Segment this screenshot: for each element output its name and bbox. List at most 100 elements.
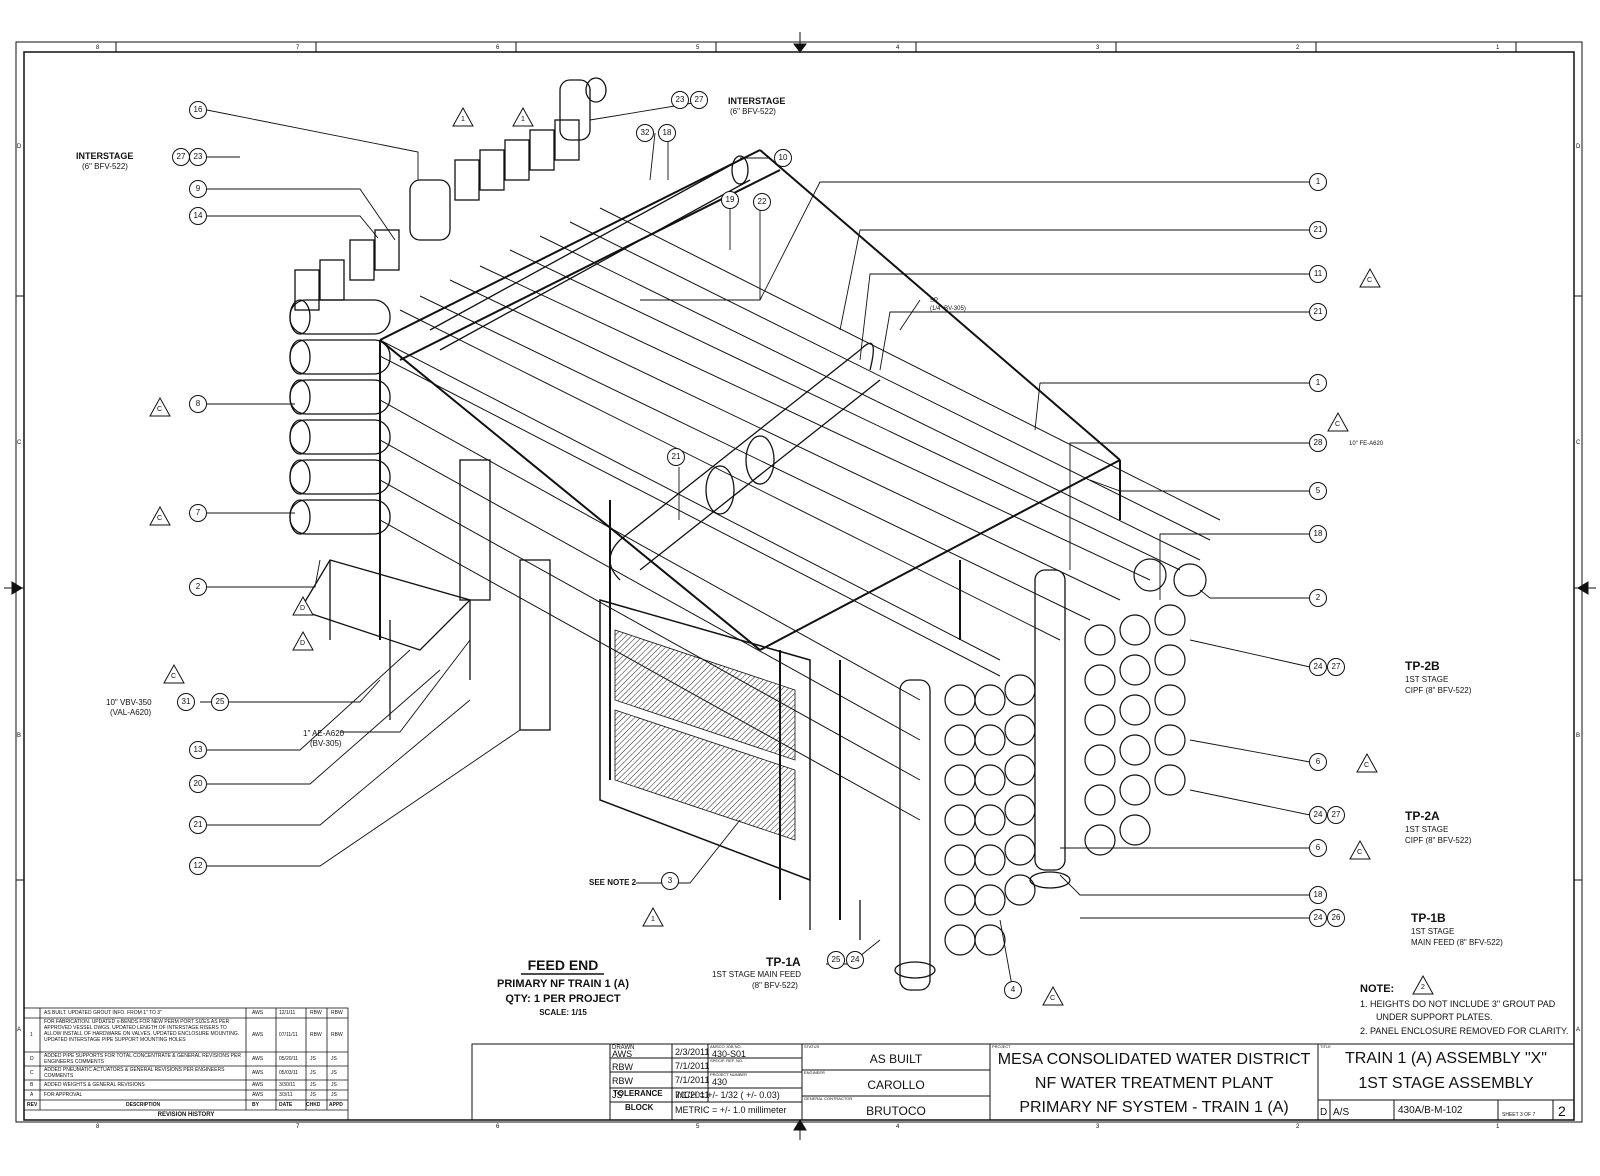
- revision-row: C AWS 05/03/11 JS JS: [30, 1070, 337, 1076]
- tolerance-metric: METRIC = +/- 1.0 millimeter: [675, 1105, 787, 1115]
- item-balloon: 8: [189, 395, 207, 413]
- view-scale: SCALE: 1/15: [539, 1008, 587, 1017]
- row-label: D: [1576, 144, 1581, 150]
- tp2a-line1: 1ST STAGE: [1405, 825, 1449, 834]
- vbv-label: 10" VBV-350: [106, 698, 152, 707]
- tp2a-line2: CIPF (8" BFV-522): [1405, 836, 1472, 845]
- col-label: 3: [1096, 45, 1100, 51]
- item-balloon: 21: [1309, 303, 1327, 321]
- item-balloon: 28: [1309, 434, 1327, 452]
- project-number-label: PROJECT NUMBER: [710, 1072, 748, 1077]
- gc-value: BRUTOCO: [866, 1104, 926, 1118]
- checked-date: 7/1/2011: [675, 1061, 710, 1071]
- project-line-1: MESA CONSOLIDATED WATER DISTRICT: [997, 1051, 1311, 1068]
- row-label: B: [1576, 733, 1581, 739]
- col-label: 3: [1096, 1124, 1100, 1130]
- item-balloon: 14: [189, 207, 207, 225]
- approved-by: RBW: [612, 1076, 633, 1086]
- row-label: C: [17, 440, 22, 446]
- col-label: 5: [696, 1124, 700, 1130]
- gc-label: GENERAL CONTRACTOR: [804, 1096, 853, 1101]
- interstage-top-sub: (6" BFV-522): [730, 107, 776, 116]
- checked-by: RBW: [612, 1062, 633, 1072]
- sp-label: SP: [930, 298, 939, 304]
- row-label: B: [17, 733, 22, 739]
- item-balloon: 24: [1309, 806, 1327, 824]
- item-balloon: 27: [1327, 658, 1345, 676]
- col-label: 7: [296, 45, 300, 51]
- row-label: D: [17, 144, 22, 150]
- support-frame: [379, 149, 1121, 920]
- status-label: STATUS: [804, 1044, 820, 1049]
- vessel-stack-left: [289, 299, 391, 535]
- item-balloon: 10: [774, 149, 792, 167]
- project-line-2: NF WATER TREATMENT PLANT: [1034, 1075, 1274, 1092]
- title-label: TITLE: [1320, 1044, 1331, 1049]
- col-label: 2: [1296, 45, 1300, 51]
- item-balloon: 5: [1309, 482, 1327, 500]
- drawing-scale: A/S: [1333, 1107, 1350, 1118]
- equipment-drawing: [289, 77, 1221, 991]
- col-label: 6: [496, 45, 500, 51]
- released-date: 7/1/2011: [675, 1090, 710, 1100]
- item-balloon: 9: [189, 180, 207, 198]
- sheet-size: D: [1320, 1107, 1328, 1118]
- tp2b-line2: CIPF (8" BFV-522): [1405, 686, 1472, 695]
- item-balloon: 27: [1327, 806, 1345, 824]
- sheet-number: SHEET 3 OF 7: [1502, 1112, 1536, 1118]
- tp1b-line2: MAIN FEED (8" BFV-522): [1411, 938, 1503, 947]
- fe-label: 10" FE-A620: [1349, 441, 1384, 447]
- col-label: 1: [1496, 1124, 1500, 1130]
- block-label: BLOCK: [625, 1103, 654, 1112]
- revision-row: B ADDED WEIGHTS & GENERAL REVISIONS AWS …: [30, 1082, 337, 1088]
- revision-row-desc: FOR FABRICATION. UPDATED x-BENDS FOR NEW…: [44, 1019, 240, 1043]
- interstage-top-label: INTERSTAGE: [728, 96, 786, 106]
- tp1b-label: TP-1B: [1411, 911, 1446, 925]
- item-balloon: 1: [1309, 374, 1327, 392]
- item-balloon: 13: [189, 741, 207, 759]
- item-balloon: 21: [1309, 221, 1327, 239]
- item-balloon: 24: [1309, 909, 1327, 927]
- interstage-left-sub: (6" BFV-522): [82, 162, 128, 171]
- item-balloon: 32: [636, 124, 654, 142]
- instrument-panel: [459, 459, 811, 882]
- drawing-title-1: TRAIN 1 (A) ASSEMBLY "X": [1345, 1050, 1547, 1067]
- item-balloon: 2: [1309, 589, 1327, 607]
- row-label: C: [1576, 440, 1581, 446]
- col-label: 8: [96, 45, 100, 51]
- row-label: A: [17, 1027, 22, 1033]
- tolerance-inch: INCH = +/- 1/32 ( +/- 0.03): [675, 1090, 780, 1100]
- tolerance-label: TOLERANCE: [613, 1089, 663, 1098]
- approved-date: 7/1/2011: [675, 1075, 710, 1085]
- item-balloon: 31: [177, 693, 195, 711]
- tp1a-line1: 1ST STAGE MAIN FEED: [712, 970, 802, 979]
- see-note-label: SEE NOTE 2: [589, 878, 637, 887]
- spec-ref-label: SPECIF. REF. NO.: [710, 1058, 744, 1063]
- item-balloon: 23: [189, 148, 207, 166]
- item-balloon: 2: [189, 578, 207, 596]
- item-balloon: 23: [671, 91, 689, 109]
- vessel-end-faces: [944, 558, 1207, 956]
- item-balloon: 24: [1309, 658, 1327, 676]
- revision-row: AS BUILT. UPDATED GROUT INFO. FROM 1" TO…: [44, 1010, 343, 1016]
- view-qty: QTY: 1 PER PROJECT: [505, 993, 621, 1005]
- col-label: 2: [1296, 1124, 1300, 1130]
- drawn-by: AWS: [612, 1049, 633, 1059]
- item-balloon: 27: [172, 148, 190, 166]
- item-balloon: 21: [667, 448, 685, 466]
- item-balloon: 21: [189, 816, 207, 834]
- item-balloon: 12: [189, 857, 207, 875]
- tp1b-line1: 1ST STAGE: [1411, 927, 1455, 936]
- engineer-value: CAROLLO: [867, 1078, 925, 1092]
- tp2b-label: TP-2B: [1405, 659, 1440, 673]
- item-balloon: 1: [1309, 173, 1327, 191]
- item-balloon: 11: [1309, 265, 1327, 283]
- revision-triangles: [149, 106, 1434, 1006]
- item-balloon: 6: [1309, 839, 1327, 857]
- revision-block-frame: [23, 1007, 349, 1121]
- tp2a-label: TP-2A: [1405, 809, 1440, 823]
- note-2: 2. PANEL ENCLOSURE REMOVED FOR CLARITY.: [1360, 1026, 1569, 1036]
- row-label: A: [1576, 1027, 1581, 1033]
- item-balloon: 25: [827, 951, 845, 969]
- riser-pipes: [894, 569, 1071, 991]
